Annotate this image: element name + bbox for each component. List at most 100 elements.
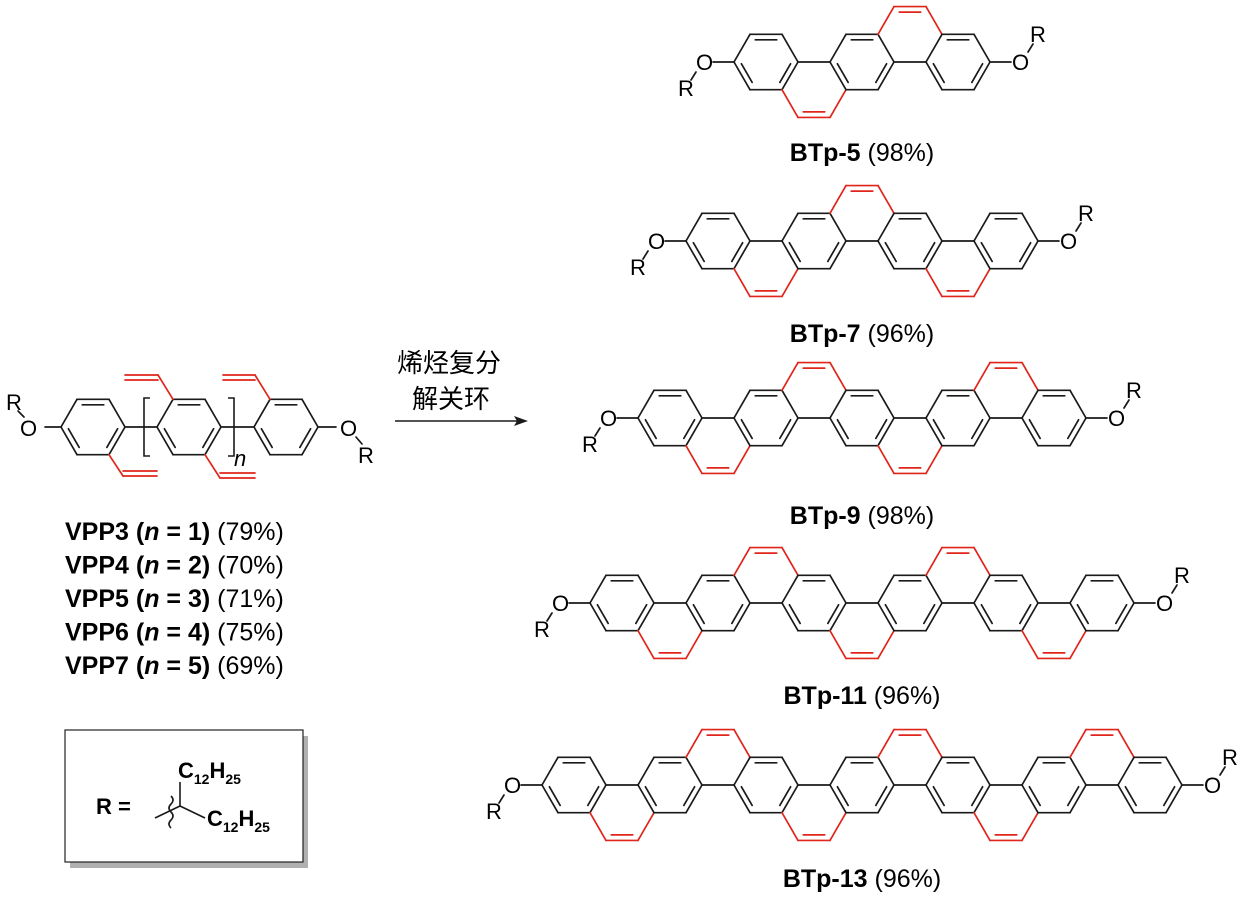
new-ring-bond xyxy=(829,361,847,392)
bond xyxy=(781,574,799,604)
bond xyxy=(1117,574,1135,604)
new-ring-bond xyxy=(1021,361,1039,392)
bond xyxy=(685,240,703,270)
new-ring-bond xyxy=(973,546,991,577)
atom-r: R xyxy=(1030,22,1046,47)
bond xyxy=(589,574,607,604)
double-bond-line xyxy=(163,427,177,449)
vpp-n-variable: n xyxy=(144,619,159,647)
vpp-n-variable: n xyxy=(144,552,159,580)
vpp-name: VPP4 ( xyxy=(65,552,145,580)
bond xyxy=(60,398,78,428)
bond xyxy=(829,784,847,814)
double-bond-line xyxy=(778,62,792,84)
double-bond-line xyxy=(298,427,312,449)
double-bond-line xyxy=(740,418,754,440)
product-label: BTp-7 (96%) xyxy=(790,320,934,348)
bond xyxy=(925,212,943,242)
bond xyxy=(877,756,895,786)
bond xyxy=(973,574,991,604)
new-ring-bond xyxy=(1069,629,1087,660)
bond xyxy=(733,33,751,63)
double-bond-line xyxy=(1018,241,1032,263)
vpp-name: VPP3 ( xyxy=(65,518,145,546)
bond xyxy=(301,426,319,456)
double-bond-line xyxy=(922,241,936,263)
double-bond-line xyxy=(788,241,802,263)
bond xyxy=(1021,389,1039,419)
new-ring-bond xyxy=(781,361,799,392)
double-bond-line xyxy=(778,418,792,440)
o-r-bond xyxy=(1075,222,1082,232)
bond xyxy=(781,240,799,270)
bond xyxy=(637,574,655,604)
product-label: BTp-5 (98%) xyxy=(790,139,934,167)
vpp-n-variable: n xyxy=(144,518,159,546)
bond xyxy=(781,61,799,91)
bond xyxy=(1021,417,1039,447)
bond xyxy=(973,784,991,814)
double-bond-line xyxy=(970,418,984,440)
bond xyxy=(781,784,799,814)
bond xyxy=(156,426,174,456)
bond xyxy=(973,602,991,632)
bond xyxy=(973,240,991,270)
new-ring-bond xyxy=(733,728,751,759)
bond xyxy=(1069,574,1087,604)
bond xyxy=(637,784,655,814)
double-bond-line xyxy=(634,603,648,625)
starting-material-label: VPP4 (n = 2) (70%) xyxy=(65,552,284,580)
repeat-bracket-right xyxy=(228,397,235,457)
double-bond-line xyxy=(740,62,754,84)
new-ring-bond xyxy=(685,444,703,475)
new-ring-bond xyxy=(925,267,943,298)
bond xyxy=(829,602,847,632)
atom-r: R xyxy=(582,432,598,457)
new-ring-bond xyxy=(781,546,799,577)
bond xyxy=(925,61,943,91)
double-bond-line xyxy=(874,418,888,440)
double-bond-line xyxy=(586,785,600,807)
bond xyxy=(301,398,319,428)
new-ring-bond xyxy=(637,629,655,660)
r-label: R = xyxy=(96,794,131,819)
atom-o: O xyxy=(552,591,569,616)
bond xyxy=(637,602,655,632)
bond xyxy=(925,417,943,447)
bond xyxy=(1069,389,1087,419)
r-chain-lower: C12H25 xyxy=(207,806,270,835)
conditions-line-1: 烯烃复分 xyxy=(397,349,501,379)
o-r-bond xyxy=(642,250,649,260)
double-bond-line xyxy=(67,427,81,449)
atom-r: R xyxy=(534,617,550,642)
bond xyxy=(973,756,991,786)
bond xyxy=(1069,756,1087,786)
bond xyxy=(733,784,751,814)
atom-r: R xyxy=(1174,563,1190,588)
atom-r: R xyxy=(1078,201,1094,226)
atom-r-left: R xyxy=(6,390,22,415)
double-bond-line xyxy=(826,241,840,263)
double-bond-line xyxy=(730,603,744,625)
atom-r-right: R xyxy=(358,443,374,468)
atom-o: O xyxy=(1204,773,1221,798)
new-ring-bond xyxy=(1069,728,1087,759)
new-ring-bond xyxy=(925,546,943,577)
atom-o: O xyxy=(600,406,617,431)
vpp-name: VPP7 ( xyxy=(65,652,145,680)
new-ring-bond xyxy=(781,88,799,119)
atom-o: O xyxy=(504,773,521,798)
product-yield: (96%) xyxy=(868,865,942,893)
bond xyxy=(589,756,607,786)
double-bond-line xyxy=(201,427,215,449)
new-ring-bond xyxy=(829,629,847,660)
vpp-n-value: = 5) xyxy=(159,652,210,680)
new-ring-bond xyxy=(1021,811,1039,842)
double-bond-line xyxy=(1076,603,1090,625)
new-ring-bond xyxy=(781,267,799,298)
